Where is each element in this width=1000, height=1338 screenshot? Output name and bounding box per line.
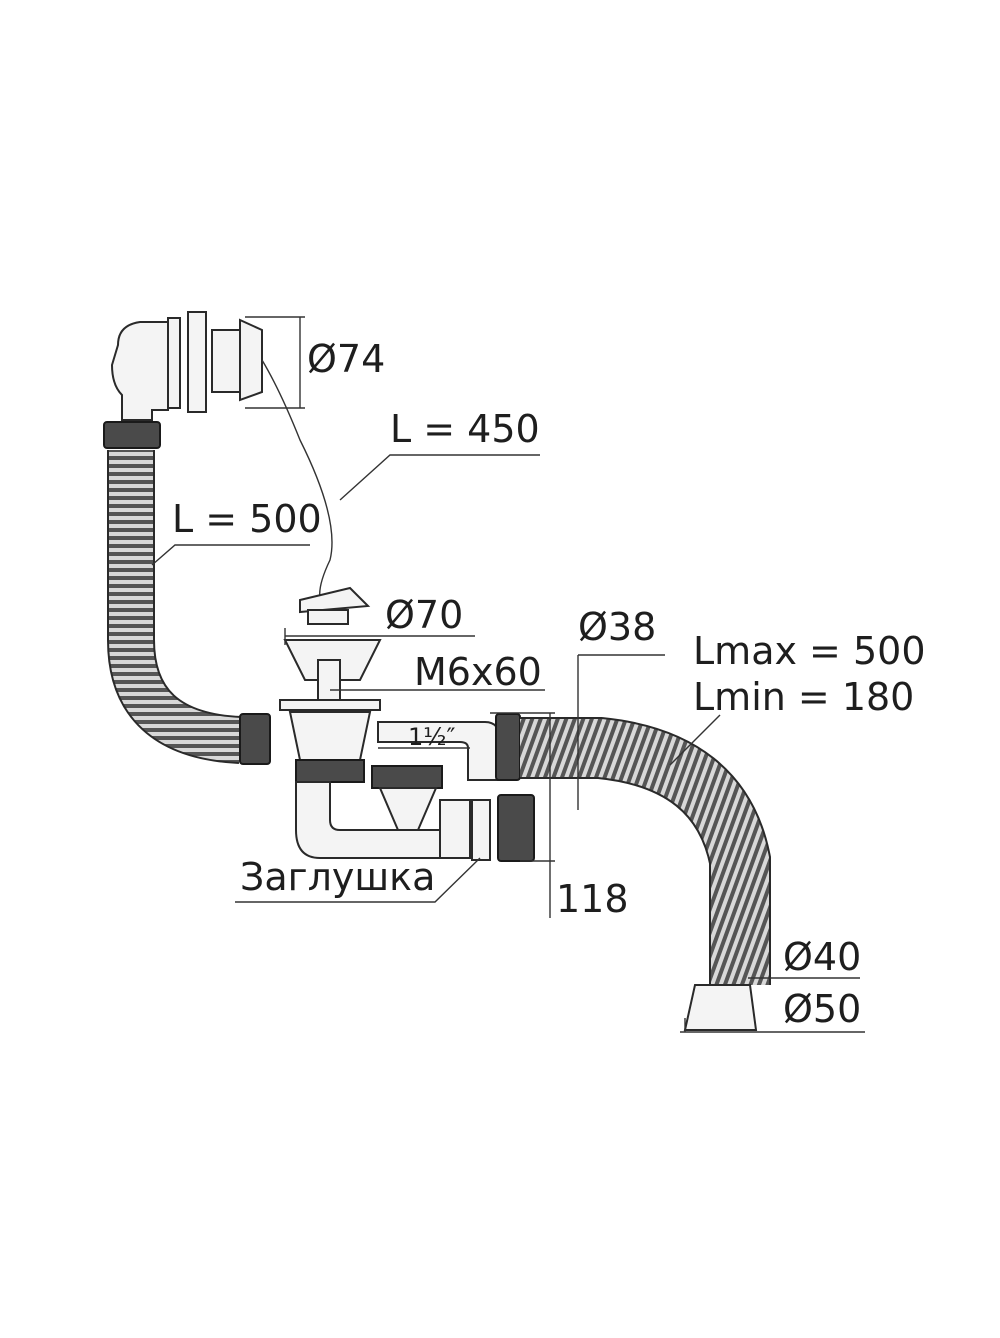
- overflow-gasket: [187, 311, 207, 413]
- trap-nut: [371, 765, 443, 789]
- stopper-plug: [299, 586, 371, 625]
- main-hose-nut: [495, 713, 521, 781]
- overflow-flange: [167, 317, 181, 409]
- plug-cap: [471, 799, 491, 861]
- drain-nut: [295, 759, 365, 783]
- label-lmin: Lmin = 180: [693, 675, 914, 719]
- dimension-lines: [151, 316, 865, 1033]
- siphon-body: [279, 639, 535, 862]
- label-thread-size: 1½″: [408, 723, 456, 751]
- overflow-assembly: [103, 311, 271, 765]
- label-diameter-50: Ø50: [783, 987, 861, 1031]
- label-diameter-74: Ø74: [307, 337, 385, 381]
- label-diameter-40: Ø40: [783, 935, 861, 979]
- main-drain-hose: [520, 717, 771, 1031]
- stopper-chain: [261, 359, 333, 599]
- overflow-hose-nut: [239, 713, 271, 765]
- label-diameter-38: Ø38: [578, 605, 656, 649]
- drain-flange: [279, 699, 381, 711]
- drain-screw: [317, 659, 341, 701]
- overflow-elbow: [110, 321, 169, 421]
- label-plug: Заглушка: [240, 855, 435, 899]
- trap-cone: [378, 787, 438, 831]
- siphon-side-branch: [377, 721, 501, 781]
- label-diameter-70: Ø70: [385, 593, 463, 637]
- label-overflow-hose-length: L = 500: [172, 497, 322, 541]
- label-chain-length: L = 450: [390, 407, 540, 451]
- hose-cuff: [683, 984, 758, 1031]
- overflow-nut: [103, 421, 161, 449]
- outlet-nut: [497, 794, 535, 862]
- label-screw-m6x60: M6x60: [414, 650, 542, 694]
- drain-body: [288, 711, 372, 761]
- label-lmax: Lmax = 500: [693, 629, 926, 673]
- overflow-hose: [109, 450, 242, 762]
- label-height-118: 118: [556, 877, 629, 921]
- siphon-outlet: [439, 799, 471, 859]
- overflow-cap: [239, 318, 263, 402]
